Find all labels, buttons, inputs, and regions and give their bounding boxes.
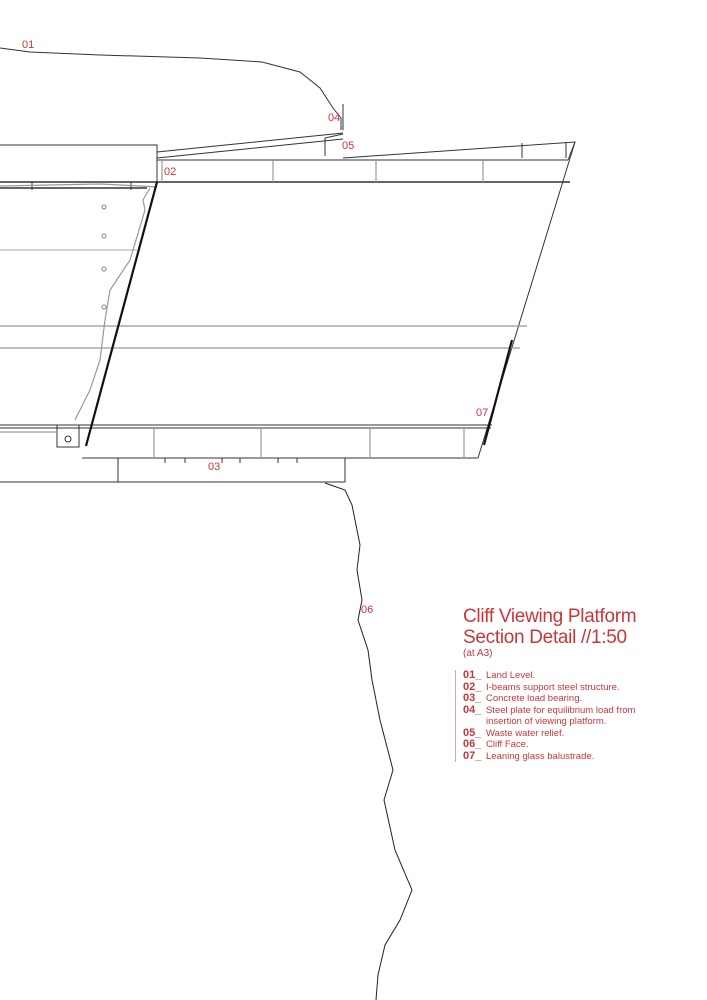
legend-text: Steel plate for equilibrium load from in… [486, 704, 636, 728]
legend-item: 03_ Concrete load bearing. [463, 692, 703, 705]
legend-item: 02_ I-beams support steel structure. [463, 680, 703, 694]
land-level-line [0, 47, 342, 130]
legend-text: Cliff Face. [486, 739, 529, 750]
sloped-plate [156, 132, 344, 159]
callout-01: 01 [22, 39, 34, 51]
subtitle: (at A3) [463, 648, 493, 659]
upper-left-box [0, 144, 158, 182]
platform-left-edge [84, 181, 159, 447]
callout-03: 03 [208, 461, 220, 473]
legend-text: Leaning glass balustrade. [486, 750, 595, 762]
legend-num: 07_ [463, 749, 482, 762]
legend: Cliff Viewing Platform Section Detail //… [455, 606, 703, 763]
lower-deck [0, 424, 492, 459]
legend-num: 02_ [463, 680, 482, 693]
legend-text: I-beams support steel structure. [486, 681, 620, 693]
legend-item: 01_ Land Level. [463, 669, 703, 682]
legend-item: 04_ Steel plate for equilibrium load from… [463, 703, 703, 728]
callout-02: 02 [164, 166, 176, 178]
concrete-bearing [0, 458, 346, 483]
deck-roof [342, 141, 576, 161]
legend-num: 04_ [463, 703, 482, 716]
legend-num: 05_ [463, 726, 482, 739]
legend-text: Waste water relief. [486, 727, 565, 739]
callout-06: 06 [361, 604, 373, 616]
legend-divider [455, 670, 456, 762]
legend-num: 01_ [463, 669, 482, 681]
legend-item: 05_ Waste water relief. [463, 726, 703, 740]
legend-text: Concrete load bearing. [486, 693, 583, 704]
callout-07: 07 [476, 407, 488, 419]
title-line-1: Cliff Viewing Platform [463, 606, 637, 627]
legend-text: Land Level. [486, 670, 536, 681]
cliff-face-line [324, 482, 413, 1000]
callout-05: 05 [342, 140, 354, 152]
legend-item: 07_ Leaning glass balustrade. [463, 749, 703, 763]
title-line-2: Section Detail //1:50 [463, 627, 627, 648]
legend-items: 01_ Land Level. 02_ I-beams support steel … [455, 669, 703, 763]
steel-plate [324, 104, 344, 156]
legend-num: 06_ [463, 738, 482, 750]
legend-item: 06_ Cliff Face. [463, 738, 703, 751]
callout-04: 04 [328, 112, 340, 124]
legend-num: 03_ [463, 692, 482, 704]
glass-balustrade [482, 339, 514, 446]
